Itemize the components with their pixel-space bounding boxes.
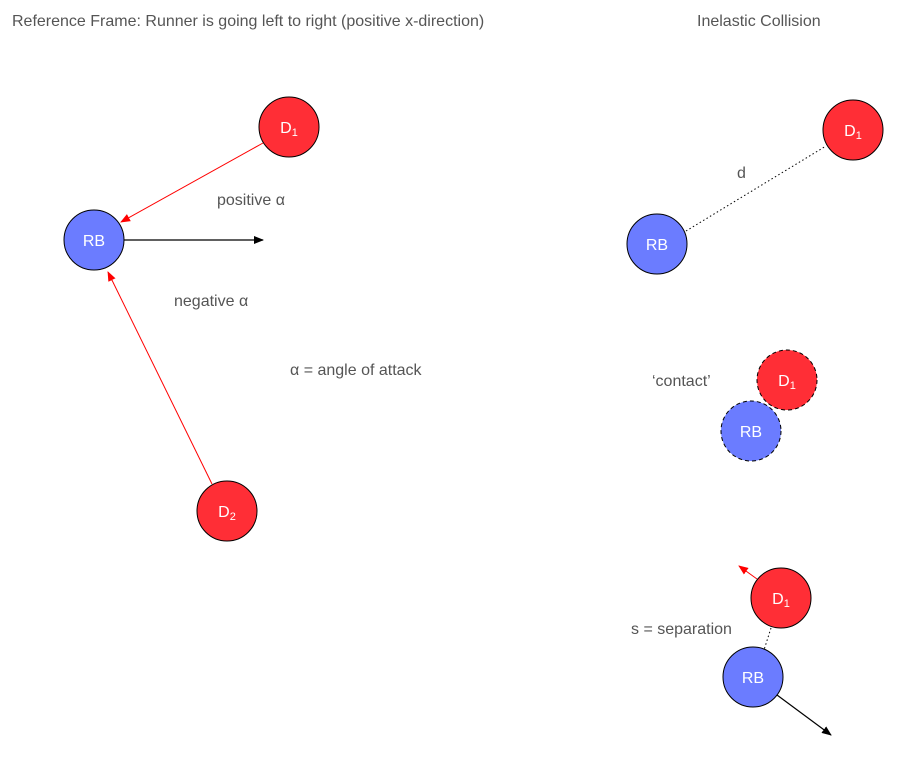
left-heading: Reference Frame: Runner is going left to…	[12, 13, 484, 30]
negative-alpha-attack-arrow	[107, 271, 213, 485]
svg-text:RB: RB	[83, 233, 105, 250]
defender-2-node-left: D2	[196, 480, 258, 542]
svg-text:RB: RB	[646, 237, 668, 254]
right-heading: Inelastic Collision	[697, 13, 821, 30]
separation-label: s = separation	[631, 621, 732, 638]
runner-node-separation: RB	[722, 646, 784, 708]
svg-text:RB: RB	[742, 670, 764, 687]
svg-text:D1: D1	[844, 123, 862, 142]
positive-alpha-label: positive α	[217, 192, 285, 209]
distance-line	[685, 145, 827, 232]
svg-text:D2: D2	[218, 504, 236, 523]
positive-alpha-attack-arrow	[120, 142, 264, 223]
svg-text:D1: D1	[778, 373, 796, 392]
svg-text:RB: RB	[740, 424, 762, 441]
distance-label: d	[737, 165, 746, 182]
runner-node-left: RB	[63, 209, 125, 271]
svg-text:D1: D1	[772, 591, 790, 610]
defender-node-contact: D1	[756, 349, 818, 411]
contact-label: ‘contact’	[652, 373, 711, 390]
runner-node-contact: RB	[720, 400, 782, 462]
svg-text:D1: D1	[280, 120, 298, 139]
defender-1-node-left: D1	[258, 96, 320, 158]
defender-rebound-arrow	[738, 565, 758, 580]
alpha-definition-label: α = angle of attack	[290, 362, 423, 379]
negative-alpha-label: negative α	[174, 293, 248, 310]
runner-deflection-arrow	[776, 694, 832, 736]
runner-node-approach: RB	[626, 213, 688, 275]
defender-node-separation: D1	[750, 567, 812, 629]
defender-node-approach: D1	[822, 99, 884, 161]
separation-line	[763, 627, 772, 651]
